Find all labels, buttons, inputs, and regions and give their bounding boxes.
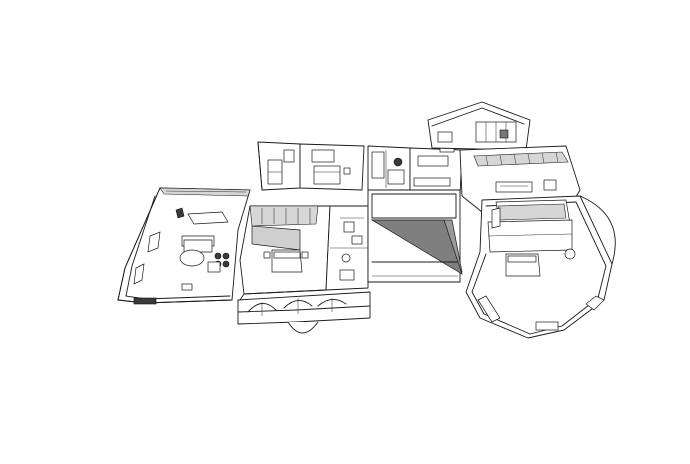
top-right-bay-room — [427, 101, 531, 151]
upper-bathroom — [367, 145, 411, 191]
front-bay — [237, 291, 371, 334]
central-bathroom — [325, 205, 369, 291]
right-lounge — [459, 145, 581, 213]
left-living-room — [117, 187, 251, 305]
upper-wardrobe — [257, 141, 301, 191]
central-bedroom — [239, 205, 331, 301]
right-bay-bedroom — [465, 195, 616, 339]
upper-kitchen — [409, 141, 463, 197]
corridor — [367, 189, 463, 283]
upper-bedroom — [299, 143, 365, 191]
